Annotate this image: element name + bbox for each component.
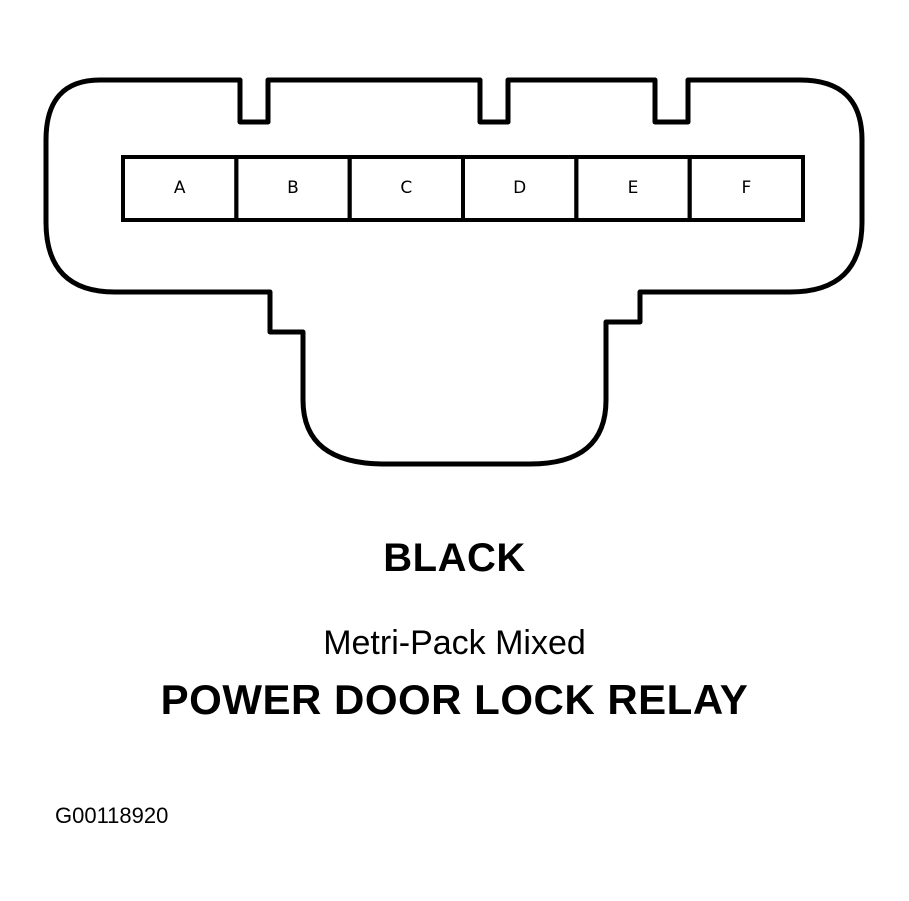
- pin-label-f: F: [741, 178, 751, 198]
- pin-label-a: A: [174, 178, 186, 198]
- pin-label-c: C: [400, 178, 412, 198]
- pin-cavity-f: [687, 155, 806, 222]
- connector-housing-outline: [43, 77, 865, 467]
- pin-cavity-strip: A B C D E F: [121, 155, 806, 222]
- connector-color-label: BLACK: [383, 536, 526, 580]
- connector-type-label: Metri-Pack Mixed: [323, 624, 586, 662]
- pin-label-e: E: [628, 178, 639, 198]
- pin-label-d: D: [513, 178, 526, 198]
- pin-label-b: B: [287, 178, 299, 198]
- component-name-title: POWER DOOR LOCK RELAY: [160, 676, 749, 723]
- figure-id: G00118920: [55, 803, 169, 828]
- connector-face-diagram: A B C D E F: [43, 77, 865, 467]
